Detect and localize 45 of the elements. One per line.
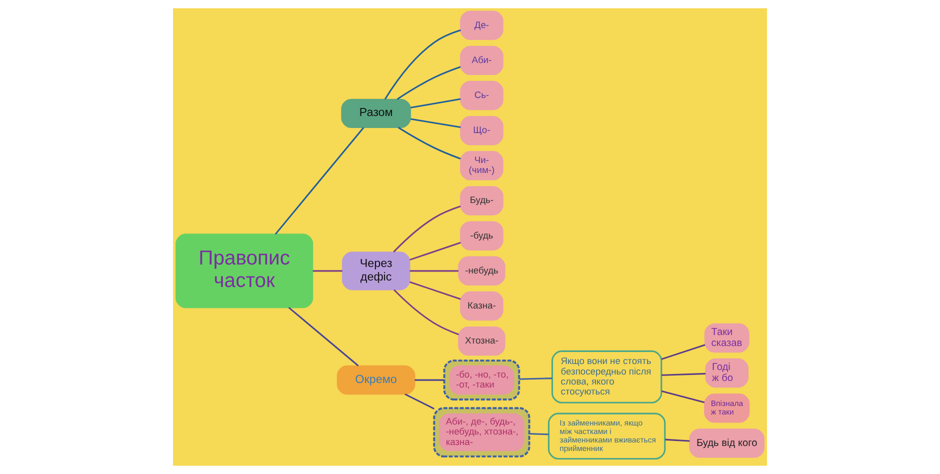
cluster xyxy=(433,407,530,458)
connector xyxy=(519,378,552,380)
node-box: -будь xyxy=(460,221,504,250)
connector xyxy=(410,270,458,272)
connector xyxy=(288,306,359,366)
node-box: Разом xyxy=(341,98,411,128)
node-box: Впізнала ж таки xyxy=(704,394,750,423)
node-box: Де- xyxy=(460,10,504,40)
connector xyxy=(398,126,461,160)
node-box: Аби-, де-, будь-, -небудь, хтозна-, казна- xyxy=(439,413,524,452)
connector xyxy=(404,393,434,410)
node-box: Будь- xyxy=(460,186,504,216)
connector xyxy=(410,281,461,300)
connector xyxy=(661,344,706,360)
connector xyxy=(396,66,461,100)
node-box: Із займенниками, якщо між частками і займенниками вживається прийменник xyxy=(548,412,666,460)
node-box: Таки сказав xyxy=(704,323,750,353)
connector xyxy=(410,242,461,261)
node-box: Сь- xyxy=(460,80,504,110)
node-box: Казна- xyxy=(460,291,504,321)
node-box: Годі ж бо xyxy=(705,358,748,388)
node-box: -небудь xyxy=(458,256,506,286)
connector xyxy=(410,118,461,128)
node-box: Окремо xyxy=(336,365,416,395)
connector xyxy=(384,29,461,100)
node-box: -бо, -но, -то, -от, -таки xyxy=(449,365,514,395)
connector xyxy=(661,390,705,404)
connector xyxy=(410,98,461,108)
connector xyxy=(529,432,549,436)
connector xyxy=(274,127,364,235)
cluster xyxy=(443,360,520,400)
connector xyxy=(665,438,690,442)
node-box: Правопис часток xyxy=(176,234,314,308)
connector xyxy=(312,270,342,272)
node-box: Що- xyxy=(460,116,504,146)
connector xyxy=(393,206,461,252)
node-box: Якщо вони не стоять безпосередньо після слова, якого стосуються xyxy=(551,350,662,404)
node-box: Через дефіс xyxy=(342,252,410,290)
node-box: Чи- (чим-) xyxy=(460,151,504,180)
node-box: Хтозна- xyxy=(458,326,506,356)
node-box: Аби- xyxy=(460,46,504,76)
connector xyxy=(393,289,459,336)
connector xyxy=(414,379,444,381)
connector xyxy=(662,372,706,376)
node-box: Будь від кого xyxy=(689,428,764,458)
